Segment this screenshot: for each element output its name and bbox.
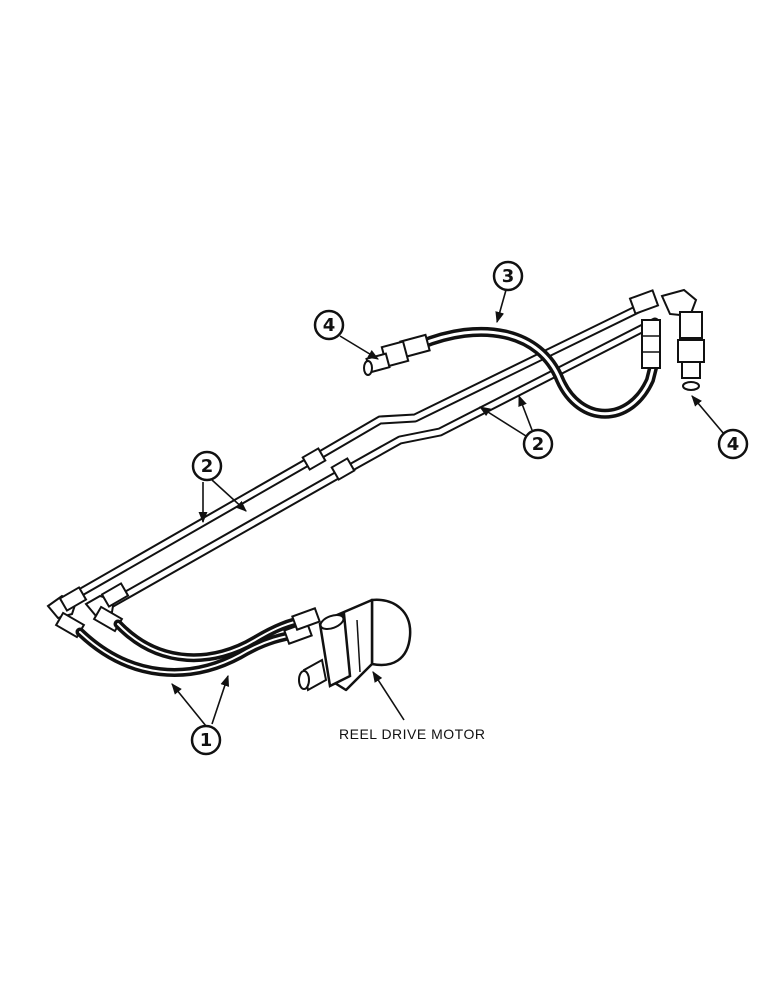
callout-3-text: 3: [502, 266, 515, 287]
callout-2-left-text: 2: [201, 456, 214, 477]
reel-drive-motor-label: REEL DRIVE MOTOR: [339, 726, 485, 742]
callout-2-left: 2: [191, 450, 223, 482]
steel-tube-upper: [57, 303, 645, 608]
callout-4-left: 4: [313, 309, 345, 341]
callout-2-right: 2: [522, 428, 554, 460]
callout-2-right-text: 2: [532, 434, 545, 455]
leader-lines: [171, 289, 725, 727]
right-elbow-fittings: [628, 288, 698, 369]
callout-4-right: 4: [717, 428, 749, 460]
quick-coupler-right: [677, 311, 705, 391]
steel-tubes: [57, 303, 660, 615]
tube-union-fittings: [301, 447, 356, 481]
callout-4-right-text: 4: [727, 434, 740, 455]
callout-1-text: 1: [200, 730, 213, 751]
callout-4-left-text: 4: [323, 315, 336, 336]
callout-3: 3: [492, 260, 524, 292]
hoses-to-motor: [75, 607, 321, 677]
reel-drive-motor: [298, 598, 412, 692]
steel-tube-lower: [95, 317, 660, 615]
callout-1: 1: [190, 724, 222, 756]
quick-coupler-left: [363, 333, 431, 376]
hose-loop: [415, 326, 660, 419]
